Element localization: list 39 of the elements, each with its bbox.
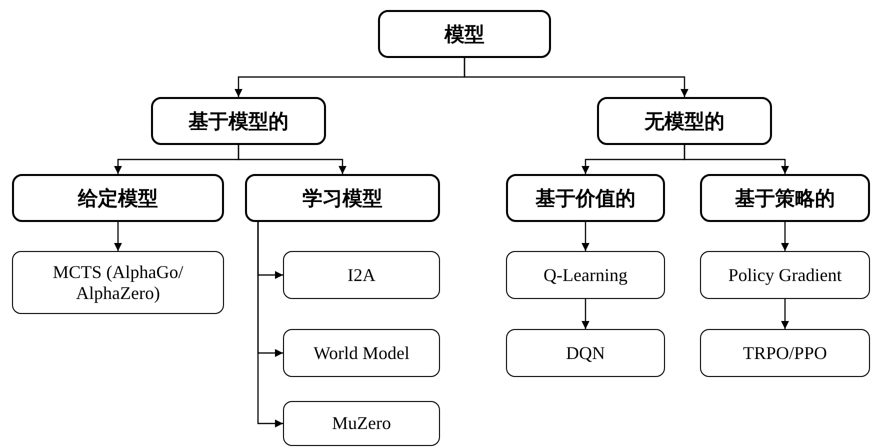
method-box <box>12 251 224 314</box>
category-label: 基于模型的 <box>188 108 288 134</box>
method-label: Q-Learning <box>544 264 628 286</box>
arrow <box>257 222 283 428</box>
category-box <box>597 97 772 145</box>
method-label: MuZero <box>332 413 391 434</box>
arrow <box>781 222 789 251</box>
arrow <box>582 299 590 329</box>
method-box <box>700 329 870 377</box>
arrow <box>238 145 346 174</box>
method-label: Policy Gradient <box>728 264 842 286</box>
category-label: 基于策略的 <box>735 184 835 212</box>
category-box <box>378 10 551 58</box>
method-box <box>283 401 440 446</box>
category-box <box>12 174 224 222</box>
method-box <box>283 329 440 377</box>
category-box <box>506 174 665 222</box>
category-box <box>700 174 870 222</box>
method-label: MCTS (AlphaGo/ AlphaZero) <box>52 262 184 304</box>
category-label: 给定模型 <box>78 184 158 212</box>
method-box <box>506 251 665 299</box>
method-label: DQN <box>566 342 605 364</box>
category-label: 模型 <box>444 20 484 48</box>
method-label: TRPO/PPO <box>742 342 828 364</box>
category-label: 基于价值的 <box>536 184 636 212</box>
category-label: 无模型的 <box>644 108 724 134</box>
category-box <box>151 97 326 145</box>
arrow <box>464 58 688 97</box>
arrow <box>684 145 789 174</box>
method-label: I2A <box>348 264 376 286</box>
method-label: World Model <box>313 342 410 364</box>
arrow <box>582 222 590 251</box>
method-box <box>700 251 870 299</box>
method-box <box>506 329 665 377</box>
arrow <box>781 299 789 329</box>
category-label: 学习模型 <box>302 184 382 212</box>
category-box <box>245 174 440 222</box>
arrow <box>114 222 122 251</box>
method-box <box>283 251 440 299</box>
